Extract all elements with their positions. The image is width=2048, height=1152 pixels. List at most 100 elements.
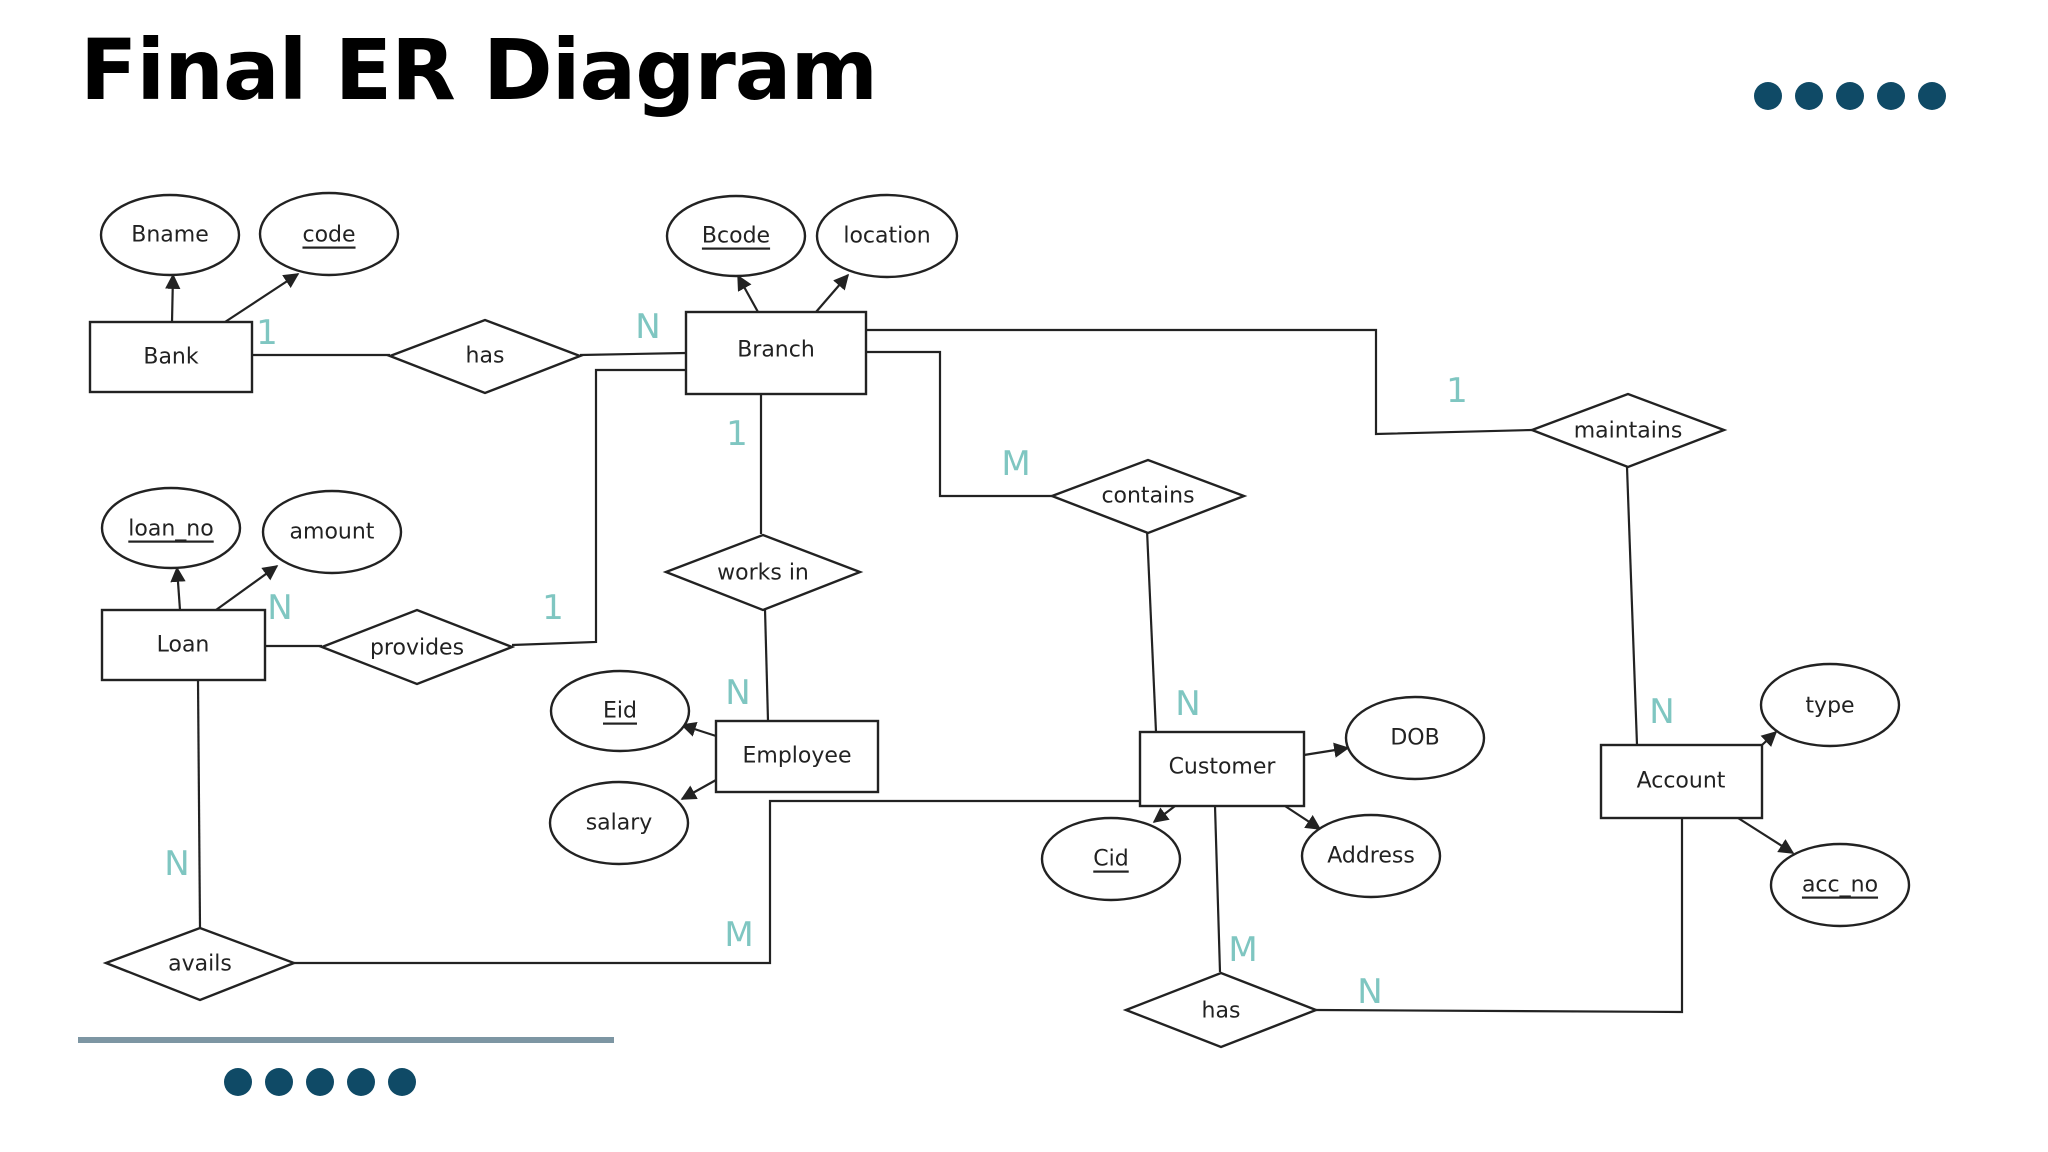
entity-employee: Employee <box>714 719 880 794</box>
decor-dot <box>224 1068 252 1096</box>
entity-bank-label: Bank <box>143 345 199 370</box>
entity-loan-label: Loan <box>157 633 210 658</box>
edge-customer-cid <box>1152 805 1176 823</box>
edge-contains-customer <box>1145 529 1158 733</box>
cardinality-account-has: N <box>1357 972 1382 1012</box>
cardinality-bank-has: 1 <box>256 313 278 353</box>
attribute-amount-label: amount <box>290 520 375 545</box>
attribute-location: location <box>815 193 959 279</box>
entity-account-label: Account <box>1637 769 1726 794</box>
edge-loan-amount <box>215 565 279 611</box>
entity-customer: Customer <box>1138 730 1306 808</box>
attribute-type: type <box>1759 662 1901 748</box>
attribute-cid: Cid <box>1040 816 1182 902</box>
attribute-bname: Bname <box>99 193 241 277</box>
cardinality-account-maintains: N <box>1649 692 1674 732</box>
cardinality-customer-has: M <box>1228 930 1257 970</box>
attribute-salary: salary <box>548 780 690 866</box>
attribute-bname-label: Bname <box>131 223 208 248</box>
entity-loan: Loan <box>100 608 267 682</box>
relationship-customer-account-has: has <box>1122 971 1320 1049</box>
decor-dot <box>1754 82 1782 110</box>
connectors <box>165 273 1795 1014</box>
relationship-bank-branch-has: has <box>386 318 584 395</box>
attribute-cid-label: Cid <box>1093 847 1128 872</box>
cardinality-labels: 1 N 1 N M N 1 N N 1 N M M N <box>164 307 1674 1012</box>
entity-customer-label: Customer <box>1169 755 1277 780</box>
decor-dot <box>1877 82 1905 110</box>
edge-branch-maintains <box>866 328 1533 436</box>
cardinality-loan-provides: N <box>267 588 292 628</box>
attribute-type-label: type <box>1805 694 1854 719</box>
decor-dot <box>347 1068 375 1096</box>
decor-dots-top-right <box>1754 82 1946 110</box>
entity-branch-label: Branch <box>737 338 815 363</box>
attribute-loan-no-label: loan_no <box>128 517 213 542</box>
edge-avails-customer <box>294 799 1140 965</box>
edge-works-in-employee <box>763 608 770 722</box>
attribute-dob-label: DOB <box>1390 726 1439 751</box>
cardinality-loan-avails: N <box>164 844 189 884</box>
relationship-avails-label: avails <box>168 952 232 977</box>
relationship-contains-label: contains <box>1101 484 1194 509</box>
relationship-works-in: works in <box>662 533 864 612</box>
edge-bank-code <box>224 273 300 323</box>
attribute-amount: amount <box>261 489 403 575</box>
edge-maintains-account <box>1625 466 1639 746</box>
relationship-provides-label: provides <box>370 636 464 661</box>
slide-title: Final ER Diagram <box>80 21 878 119</box>
edge-has-branch <box>579 351 687 357</box>
edge-branch-location <box>815 273 850 313</box>
relationship-bank-branch-has-label: has <box>466 344 505 369</box>
edge-provides-branch <box>511 368 686 647</box>
cardinality-branch-has: N <box>635 307 660 347</box>
entity-employee-label: Employee <box>743 744 852 769</box>
edge-account-type <box>1760 730 1778 748</box>
relationship-customer-account-has-label: has <box>1202 999 1241 1024</box>
edge-branch-bcode <box>737 274 759 313</box>
entity-bank: Bank <box>88 320 254 394</box>
attribute-bcode-label: Bcode <box>702 224 770 249</box>
attribute-eid: Eid <box>549 669 691 753</box>
attribute-dob: DOB <box>1344 695 1486 781</box>
attribute-code: code <box>258 191 400 277</box>
edge-employee-eid <box>680 721 717 738</box>
cardinality-customer-contains: N <box>1175 684 1200 724</box>
edge-bank-bname <box>165 273 181 323</box>
attribute-address-label: Address <box>1327 844 1415 869</box>
decor-dot <box>1836 82 1864 110</box>
edge-loan-avails <box>196 679 202 929</box>
edge-has-account <box>1315 818 1684 1014</box>
decor-dot <box>388 1068 416 1096</box>
edge-account-acc-no <box>1737 817 1795 854</box>
relationship-provides: provides <box>318 608 516 686</box>
relationship-maintains: maintains <box>1528 392 1728 469</box>
relationship-contains: contains <box>1048 458 1248 535</box>
attribute-eid-label: Eid <box>603 699 637 724</box>
cardinality-branch-provides: 1 <box>542 588 564 628</box>
edge-employee-salary <box>680 779 717 800</box>
relationship-maintains-label: maintains <box>1574 419 1683 444</box>
cardinality-customer-avails: M <box>724 915 753 955</box>
attribute-acc-no: acc_no <box>1769 842 1911 928</box>
edge-branch-contains <box>866 350 1052 498</box>
cardinality-branch-contains: M <box>1001 444 1030 484</box>
entity-account: Account <box>1599 743 1764 820</box>
attribute-address: Address <box>1300 813 1442 899</box>
attribute-location-label: location <box>843 224 930 249</box>
cardinality-branch-works-in: 1 <box>726 414 748 454</box>
attribute-loan-no: loan_no <box>100 486 242 570</box>
decor-dots-bottom-left <box>224 1068 416 1096</box>
relationship-avails: avails <box>102 926 298 1002</box>
relationship-works-in-label: works in <box>717 561 809 586</box>
attribute-salary-label: salary <box>586 811 653 836</box>
entity-branch: Branch <box>684 310 868 396</box>
edge-customer-dob <box>1303 742 1350 758</box>
edge-customer-address <box>1284 805 1322 830</box>
decor-dot <box>1795 82 1823 110</box>
attribute-bcode: Bcode <box>665 194 807 278</box>
decor-dot <box>1918 82 1946 110</box>
edge-loan-loan-no <box>170 566 186 611</box>
cardinality-employee-works-in: N <box>725 673 750 713</box>
